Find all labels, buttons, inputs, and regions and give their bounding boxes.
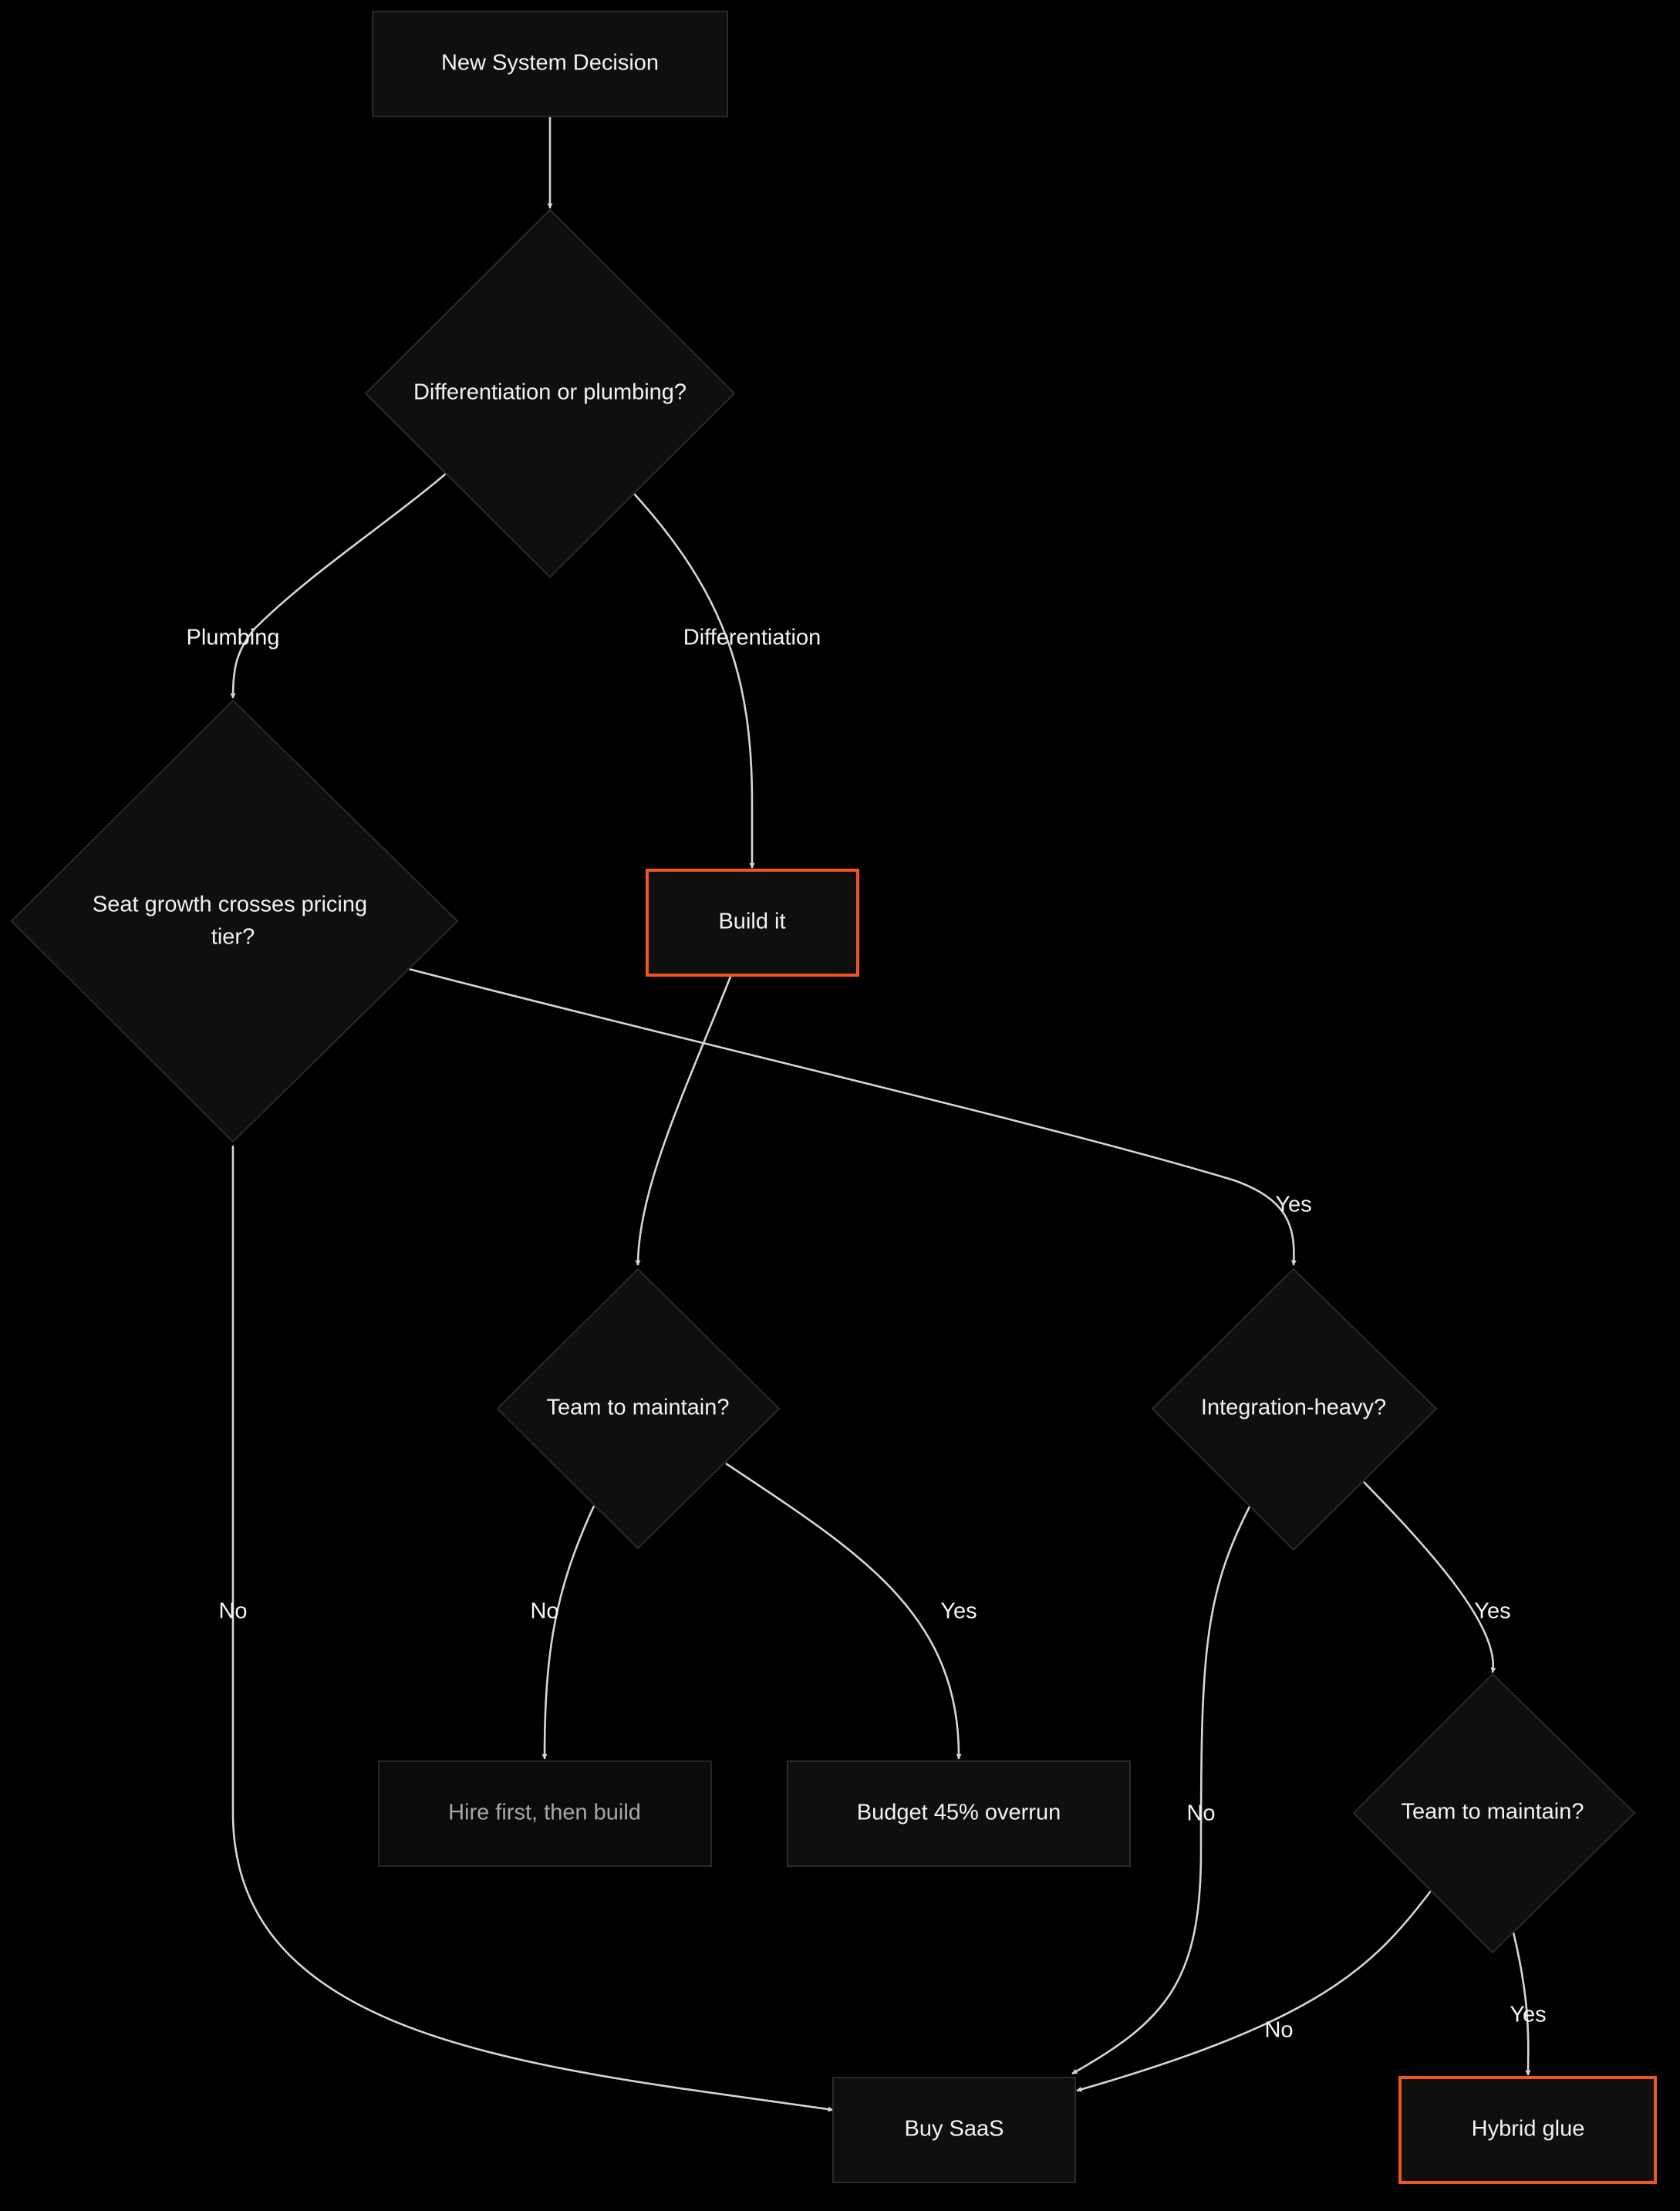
node-build-it: Build it [646, 869, 859, 977]
node-label: Hire first, then build [448, 1801, 641, 1825]
edge-label-team1-no: No [530, 1599, 558, 1624]
edge-build-to-team1 [635, 976, 732, 1266]
node-new-system-decision: New System Decision [372, 11, 728, 117]
nodes: New System Decision Differentiation or p… [10, 11, 1657, 2184]
node-label-line2: tier? [211, 925, 255, 950]
node-label: Team to maintain? [547, 1396, 730, 1420]
node-label: Buy SaaS [905, 2117, 1004, 2142]
edge-team1-to-budget [725, 1462, 962, 1760]
edge-integ-to-saas [1071, 1506, 1251, 2075]
edge-label-differentiation: Differentiation [683, 626, 821, 650]
node-label: Build it [718, 910, 785, 934]
edge-team2-to-saas [1076, 1890, 1432, 2092]
edge-label-plumbing: Plumbing [187, 626, 280, 650]
edge-label-integ-no: No [1186, 1801, 1215, 1826]
edge-label-team1-yes: Yes [940, 1599, 977, 1624]
edges [230, 117, 1531, 2112]
edge-team1-to-hire [541, 1505, 595, 1760]
node-budget-overrun: Budget 45% overrun [787, 1760, 1131, 1867]
node-label: Differentiation or plumbing? [413, 380, 687, 405]
node-label: Hybrid glue [1472, 2117, 1585, 2142]
node-label: New System Decision [441, 51, 659, 76]
edge-label-team2-yes: Yes [1510, 2003, 1546, 2027]
node-integration-heavy: Integration-heavy? [1151, 1268, 1438, 1551]
node-seat-growth: Seat growth crosses pricing tier? [10, 699, 459, 1143]
node-team-to-maintain-1: Team to maintain? [496, 1268, 781, 1550]
node-hybrid-glue: Hybrid glue [1398, 2076, 1657, 2184]
edge-team2-to-hybrid [1512, 1932, 1531, 2076]
edge-label-team2-no: No [1264, 2018, 1293, 2043]
node-label: Budget 45% overrun [857, 1801, 1061, 1825]
node-differentiation-or-plumbing: Differentiation or plumbing? [364, 208, 736, 579]
node-hire-first: Hire first, then build [378, 1760, 712, 1867]
node-buy-saas: Buy SaaS [832, 2077, 1076, 2183]
node-label: Integration-heavy? [1201, 1396, 1386, 1420]
node-team-to-maintain-2: Team to maintain? [1352, 1673, 1636, 1954]
edge-label-integ-yes: Yes [1474, 1599, 1510, 1624]
edge-label-seat-no: No [218, 1599, 247, 1624]
edge-diff-to-seat [230, 473, 447, 699]
node-label-line1: Seat growth crosses pricing [93, 893, 367, 917]
edge-integ-to-team2 [1363, 1481, 1496, 1673]
edge-seat-to-saas [231, 1146, 834, 2112]
edge-diff-to-build [633, 493, 755, 869]
node-label: Team to maintain? [1402, 1800, 1584, 1824]
edge-labels: Plumbing Differentiation Yes No No Yes N… [187, 626, 1547, 2043]
edge-seat-to-integ [408, 967, 1297, 1266]
edge-label-seat-yes: Yes [1275, 1193, 1311, 1217]
